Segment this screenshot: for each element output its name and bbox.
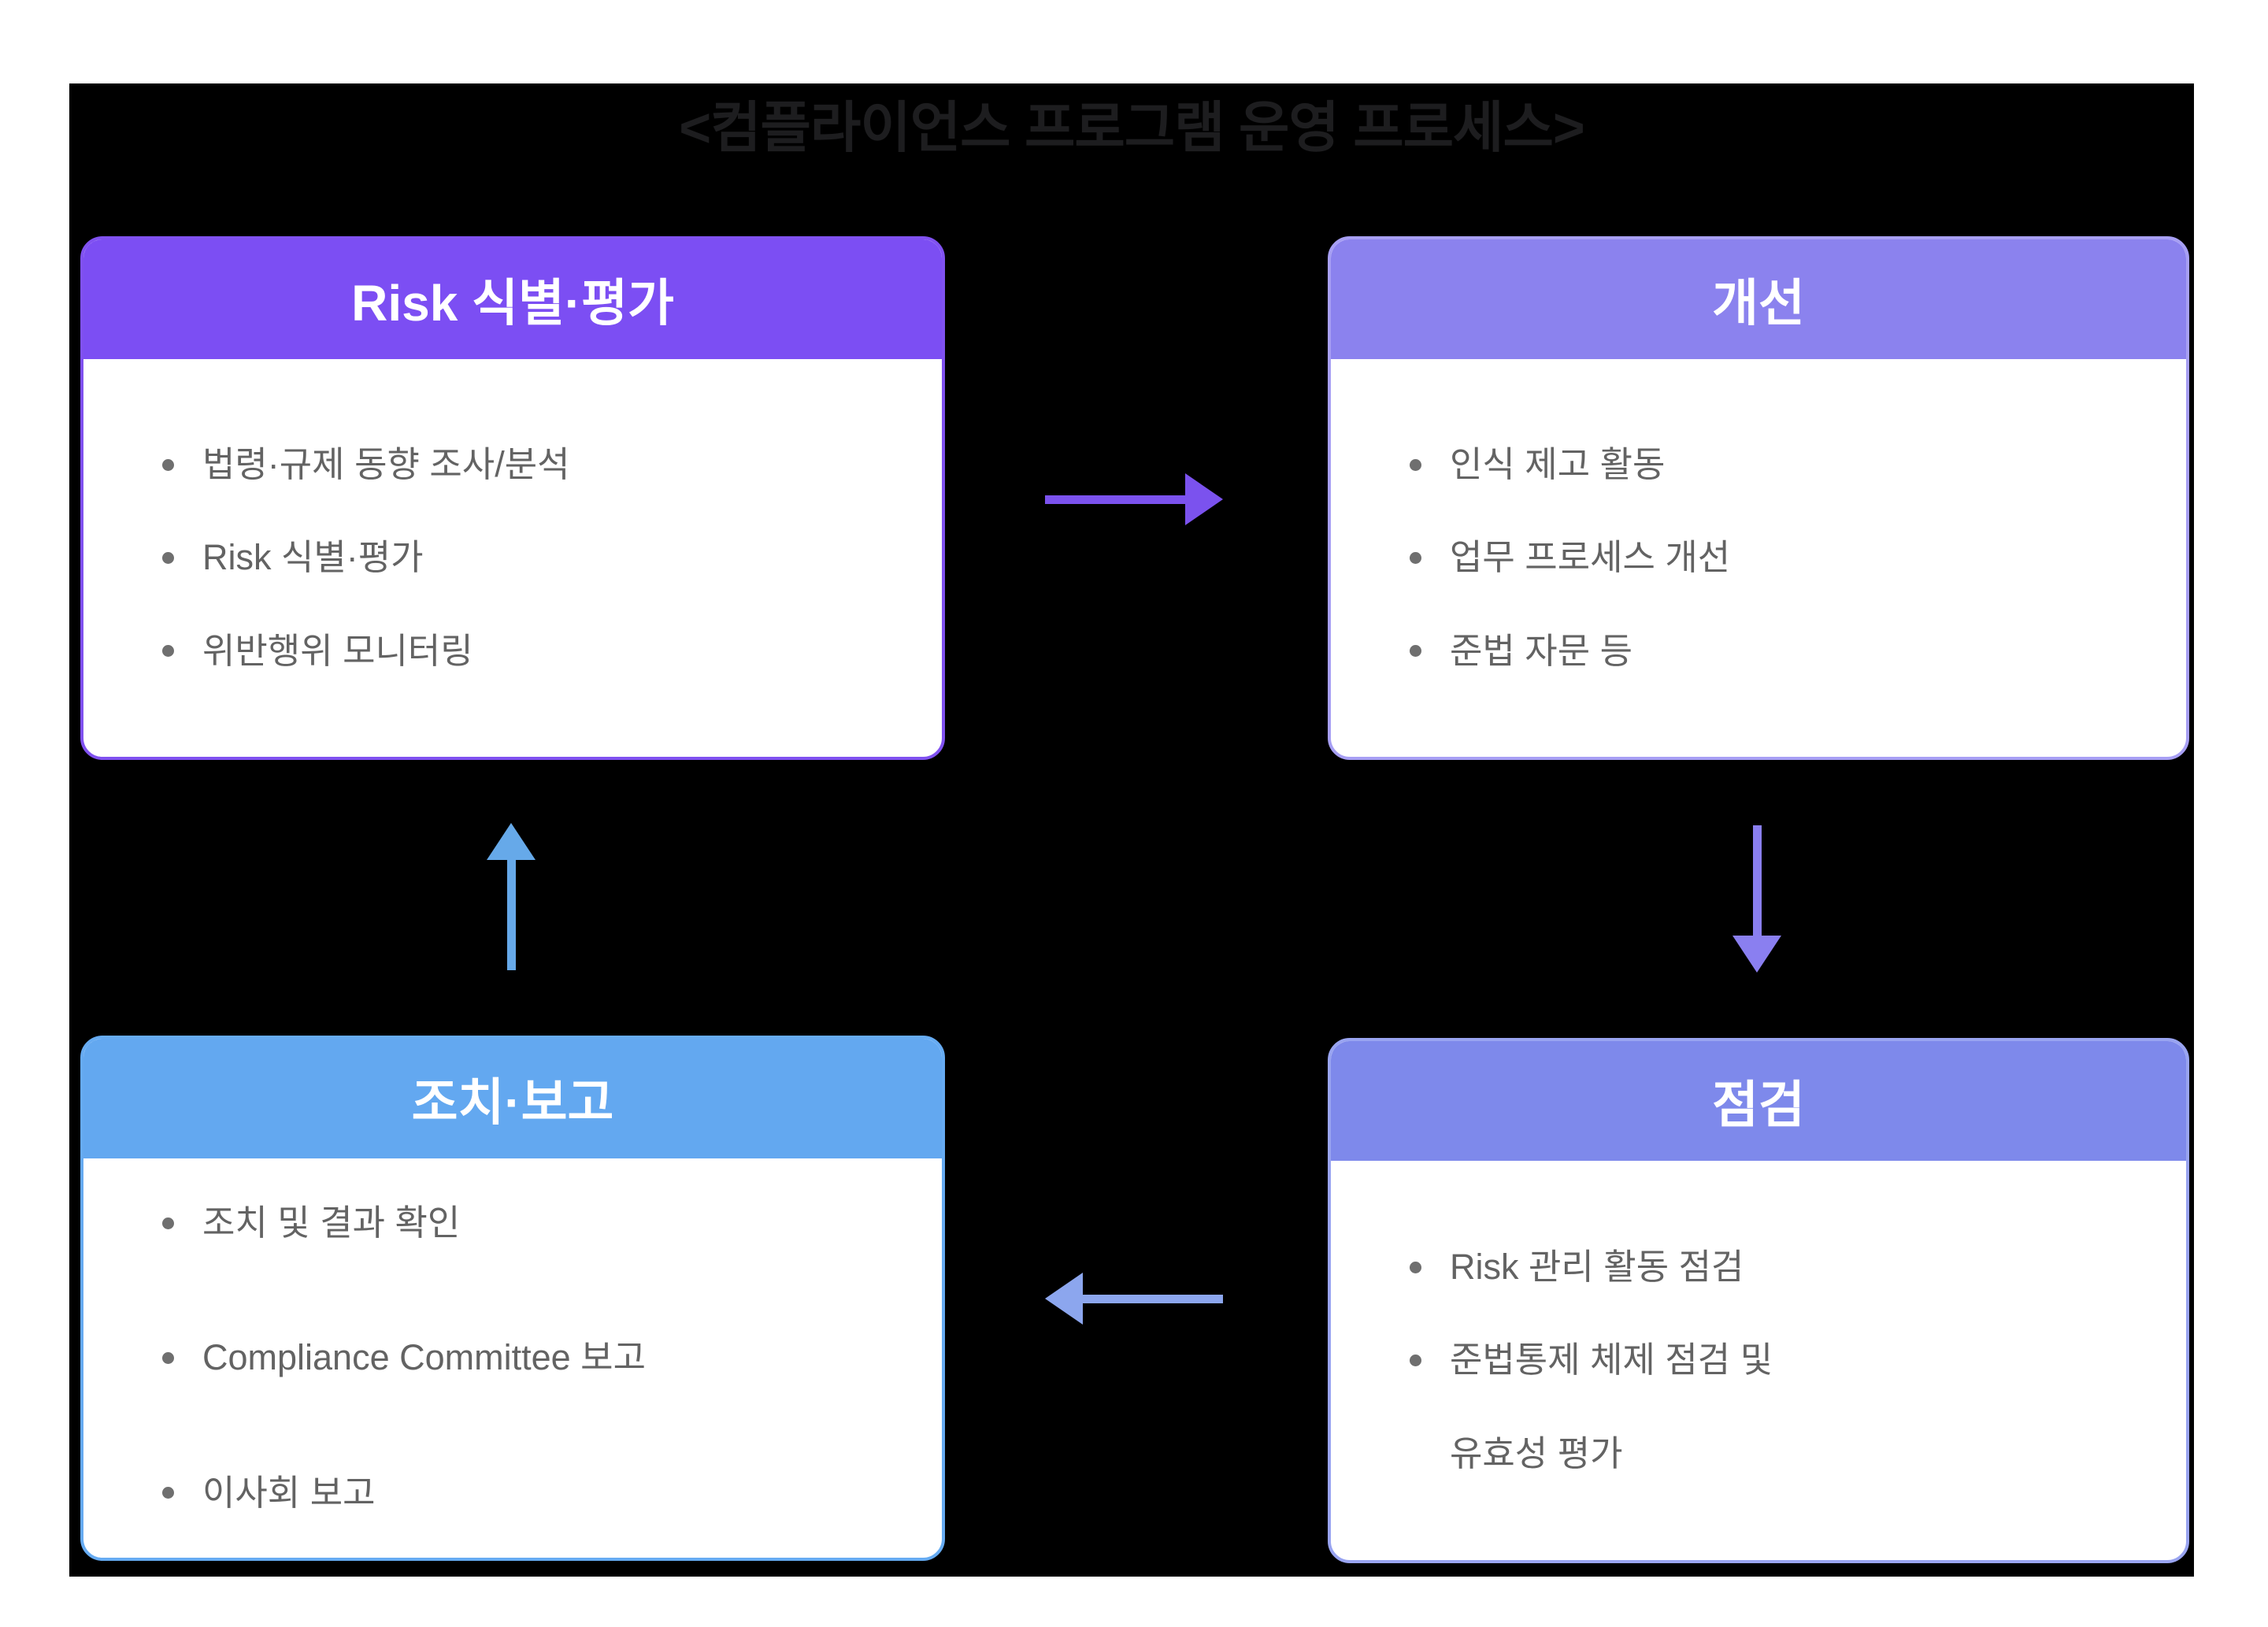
list-item-label: Risk 관리 활동 점검 (1450, 1247, 1744, 1288)
box-inspection: 점검 Risk 관리 활동 점검 준법통제 체제 점검 및 유효성 평가 (1328, 1038, 2189, 1563)
bullet-dot-icon (1410, 1355, 1421, 1366)
list-item-label: 유효성 평가 (1450, 1432, 1623, 1473)
box-action-report: 조치·보고 조치 및 결과 확인 Compliance Committee 보고… (80, 1036, 945, 1561)
diagram-panel: <컴플라이언스 프로그램 운영 프로세스> Risk 식별·평가 법령·규제 동… (69, 83, 2194, 1577)
list-item-label: 인식 제고 활동 (1450, 444, 1666, 485)
box-action-report-items: 조치 및 결과 확인 Compliance Committee 보고 이사회 보… (83, 1158, 942, 1558)
bullet-dot-icon (162, 645, 174, 658)
flow-arrow-left (1045, 1273, 1223, 1325)
list-item-label: 법령·규제 동향 조사/분석 (202, 444, 570, 485)
box-improvement-items: 인식 제고 활동 업무 프로세스 개선 준법 자문 등 (1331, 359, 2186, 757)
list-item-label: 업무 프로세스 개선 (1450, 537, 1731, 578)
box-improvement: 개선 인식 제고 활동 업무 프로세스 개선 준법 자문 등 (1328, 236, 2189, 760)
diagram-title: <컴플라이언스 프로그램 운영 프로세스> (679, 97, 1585, 158)
bullet-dot-icon (1410, 1261, 1421, 1273)
bullet-dot-icon (162, 1352, 174, 1364)
list-item: Risk 식별·평가 (162, 536, 918, 580)
list-item-label: 이사회 보고 (202, 1472, 376, 1513)
list-item: 준법통제 체제 점검 및 (1410, 1338, 2162, 1382)
list-item: 업무 프로세스 개선 (1410, 536, 2162, 580)
box-risk-assessment-items: 법령·규제 동향 조사/분석 Risk 식별·평가 위반행위 모니터링 (83, 359, 942, 757)
list-item: 법령·규제 동향 조사/분석 (162, 443, 918, 487)
box-risk-assessment: Risk 식별·평가 법령·규제 동향 조사/분석 Risk 식별·평가 위반행… (80, 236, 945, 760)
list-item: Compliance Committee 보고 (162, 1336, 918, 1380)
list-item-continuation: 유효성 평가 (1410, 1432, 2162, 1476)
box-inspection-items: Risk 관리 활동 점검 준법통제 체제 점검 및 유효성 평가 (1331, 1161, 2186, 1560)
arrow-shaft (1752, 825, 1762, 936)
list-item: 위반행위 모니터링 (162, 629, 918, 673)
bullet-dot-icon (1410, 645, 1421, 658)
bullet-dot-icon (162, 1487, 174, 1499)
box-inspection-header: 점검 (1331, 1041, 2186, 1161)
list-item: 인식 제고 활동 (1410, 443, 2162, 487)
box-risk-assessment-header: Risk 식별·평가 (83, 239, 942, 359)
arrow-head-icon (1045, 1273, 1083, 1325)
list-item: 조치 및 결과 확인 (162, 1201, 918, 1245)
list-item: 이사회 보고 (162, 1471, 918, 1515)
bullet-dot-icon (162, 552, 174, 564)
arrow-head-icon (487, 823, 536, 860)
box-improvement-header: 개선 (1331, 239, 2186, 359)
arrow-shaft (1045, 495, 1185, 504)
bullet-dot-icon (1410, 458, 1421, 471)
list-item-label: 위반행위 모니터링 (202, 630, 473, 671)
list-item: 준법 자문 등 (1410, 629, 2162, 673)
list-item-label: 준법 자문 등 (1450, 630, 1633, 671)
flow-arrow-up (487, 823, 536, 970)
list-item-label: Compliance Committee 보고 (202, 1337, 646, 1378)
list-item-label: 준법통제 체제 점검 및 (1450, 1340, 1773, 1381)
bullet-dot-icon (162, 458, 174, 471)
flow-arrow-right (1045, 473, 1223, 525)
arrow-shaft (506, 860, 516, 970)
arrow-head-icon (1732, 936, 1781, 973)
arrow-shaft (1083, 1294, 1223, 1303)
list-item-label: 조치 및 결과 확인 (202, 1203, 461, 1243)
bullet-dot-icon (162, 1217, 174, 1229)
list-item-label: Risk 식별·평가 (202, 537, 424, 578)
list-item: Risk 관리 활동 점검 (1410, 1245, 2162, 1289)
bullet-dot-icon (1410, 552, 1421, 564)
arrow-head-icon (1185, 473, 1223, 525)
flow-arrow-down (1732, 825, 1781, 973)
box-action-report-header: 조치·보고 (83, 1039, 942, 1158)
